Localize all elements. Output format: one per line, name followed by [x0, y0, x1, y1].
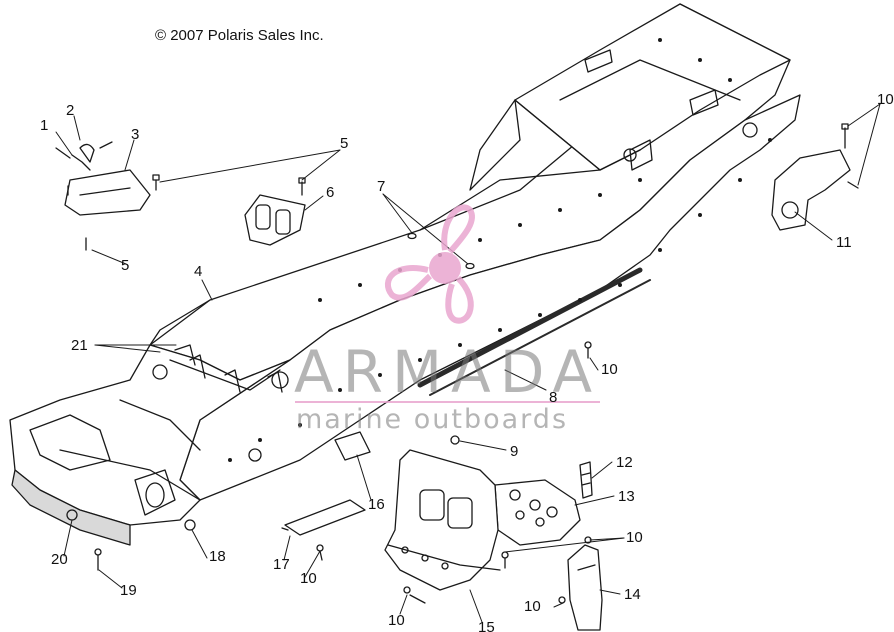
heat-exchanger-part-15	[384, 449, 501, 591]
bracket-part-6	[244, 194, 306, 246]
bracket-part-11	[771, 123, 859, 231]
callout-8: 8	[549, 389, 558, 406]
callout-15: 15	[478, 619, 495, 632]
chassis-tunnel	[9, 3, 801, 546]
leader-lines	[55, 103, 881, 623]
callout-20: 20	[51, 551, 68, 568]
callout-1: 1	[40, 117, 49, 134]
callout-5-upper: 5	[340, 135, 349, 152]
callout-10-lower: 10	[524, 598, 541, 615]
callout-14: 14	[624, 586, 641, 603]
callout-10-rail: 10	[601, 361, 618, 378]
panel-part-13	[494, 479, 581, 546]
panel-part-14	[567, 544, 603, 631]
callout-6: 6	[326, 184, 335, 201]
fastener-part-7	[407, 232, 475, 270]
copyright-text: © 2007 Polaris Sales Inc.	[155, 27, 324, 44]
callout-19: 19	[120, 582, 137, 599]
callout-16: 16	[368, 496, 385, 513]
callout-7: 7	[377, 178, 386, 195]
callout-10-bottom: 10	[388, 612, 405, 629]
strap-part-12	[579, 461, 593, 499]
callout-4: 4	[194, 263, 203, 280]
watermark-logo	[295, 204, 600, 403]
bracket-part-3	[55, 141, 151, 216]
watermark-brand: ARMADA	[294, 338, 602, 406]
callout-11: 11	[836, 234, 852, 251]
callout-18: 18	[209, 548, 226, 565]
plate-part-17	[281, 499, 366, 536]
bracket-part-16	[334, 431, 371, 461]
callout-10-panel: 10	[626, 529, 643, 546]
fasteners	[66, 341, 592, 604]
callout-21: 21	[71, 337, 88, 354]
callout-10-plate: 10	[300, 570, 317, 587]
callout-17: 17	[273, 556, 290, 573]
callout-10-top-right: 10	[877, 91, 894, 108]
callout-2: 2	[66, 102, 75, 119]
bolt-part-5	[85, 174, 306, 251]
callout-5-lower: 5	[121, 257, 130, 274]
callout-12: 12	[616, 454, 633, 471]
callout-13: 13	[618, 488, 635, 505]
callout-9: 9	[510, 443, 519, 460]
watermark-tagline: marine outboards	[296, 404, 569, 435]
callout-3: 3	[131, 126, 140, 143]
